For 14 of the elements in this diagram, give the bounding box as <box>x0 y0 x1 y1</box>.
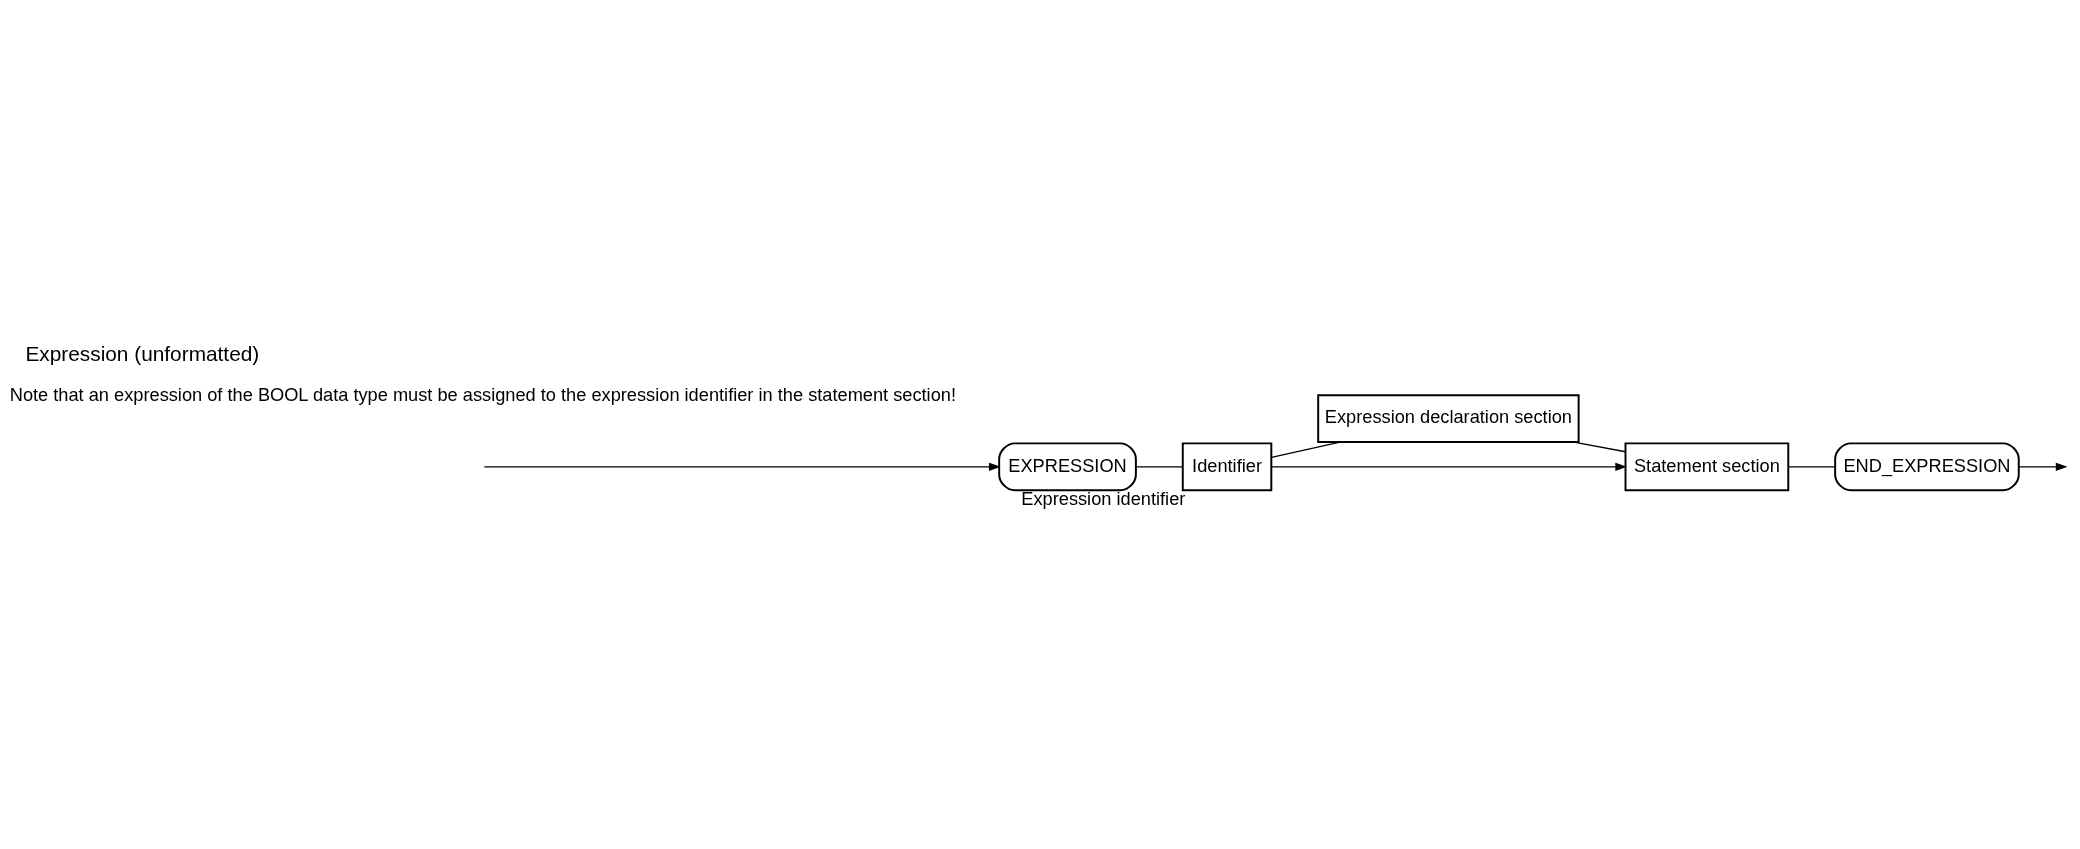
connector <box>1573 441 1627 453</box>
arrow <box>2018 462 2068 471</box>
arrow <box>483 462 1001 471</box>
node-box: EXPRESSION <box>998 442 1137 492</box>
node-box: Expression declaration section <box>1317 394 1580 444</box>
connector <box>1787 466 1836 468</box>
node-box: Identifier <box>1181 442 1273 492</box>
node-box: END_EXPRESSION <box>1834 442 2020 492</box>
arrow <box>1270 462 1628 471</box>
node-box: Statement section <box>1624 442 1790 492</box>
connector <box>1135 466 1183 468</box>
diagram-title: Expression (unformatted) <box>25 342 260 366</box>
label: Note that an expression of the BOOL data type must be assigned to the expression identifier in the statement section! <box>9 384 956 406</box>
connector <box>1270 441 1342 458</box>
